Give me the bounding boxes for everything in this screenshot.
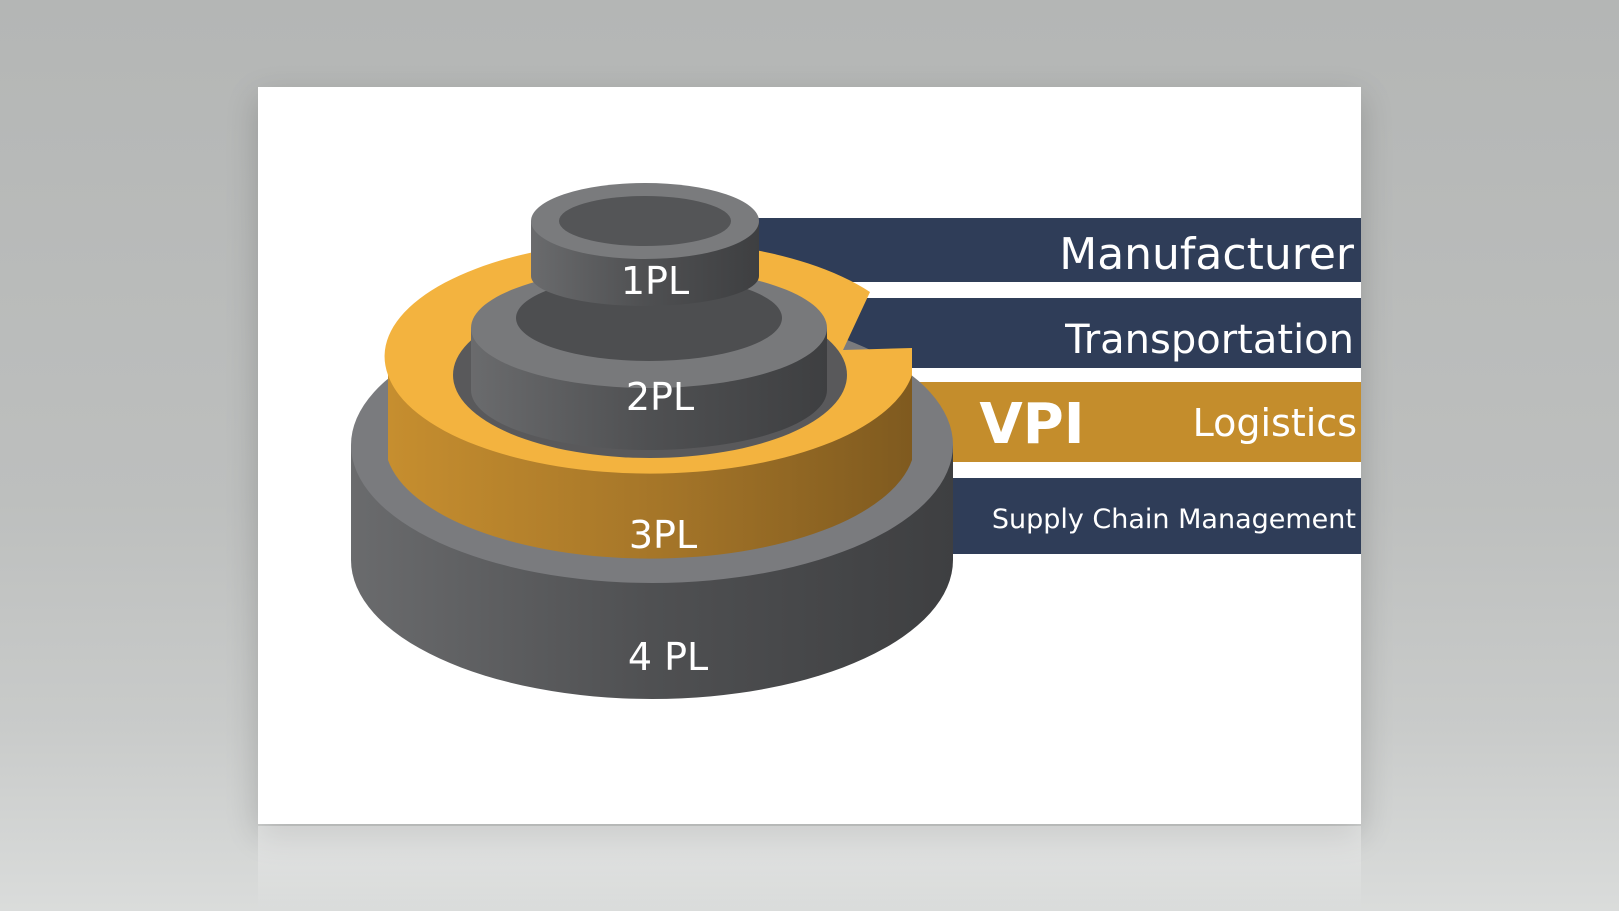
ring-label-4pl: 4 PL bbox=[628, 635, 708, 679]
band-label-manufacturer: Manufacturer bbox=[1059, 229, 1355, 280]
band-label-logistics: Logistics bbox=[1193, 401, 1357, 445]
band-supply-chain bbox=[900, 478, 1361, 554]
brand-vpi: VPI bbox=[979, 392, 1084, 457]
ring-label-2pl: 2PL bbox=[626, 375, 694, 419]
band-label-transportation: Transportation bbox=[1064, 317, 1354, 363]
slide-reflection bbox=[258, 826, 1361, 911]
band-manufacturer bbox=[740, 218, 1361, 282]
ring-label-3pl: 3PL bbox=[629, 513, 697, 557]
band-label-supply-chain: Supply Chain Management bbox=[992, 504, 1356, 535]
ring-1pl bbox=[531, 183, 759, 306]
band-logistics bbox=[880, 382, 1361, 462]
ring-label-1pl: 1PL bbox=[621, 259, 689, 303]
